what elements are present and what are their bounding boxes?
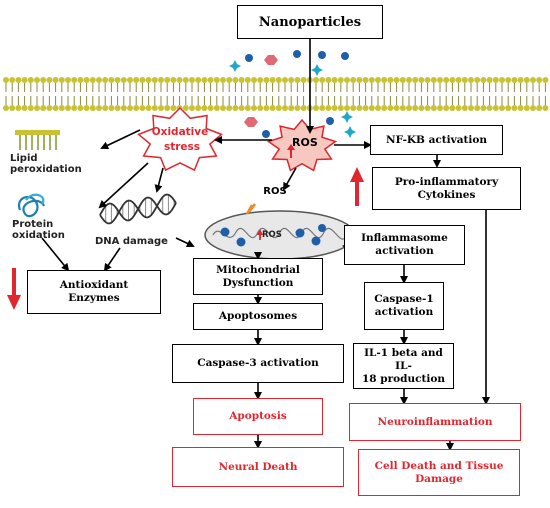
oxidative-stress-burst bbox=[137, 106, 223, 172]
ros-mid-label: ROS bbox=[263, 186, 287, 197]
cell-membrane bbox=[3, 77, 549, 111]
lipid-icon bbox=[15, 130, 60, 150]
arrow-ros-rosmid bbox=[283, 167, 297, 191]
nanoparticle-5 bbox=[262, 130, 270, 138]
apoptosomes-box: Apoptosomes bbox=[193, 303, 323, 330]
caspase1-activation-box: Caspase-1 activation bbox=[364, 282, 444, 330]
nanoparticle-star-1 bbox=[311, 64, 323, 76]
neural-death-box: Neural Death bbox=[172, 447, 344, 487]
nanoparticle-hexagon-2 bbox=[244, 117, 258, 127]
arrow-dna-antioxidant bbox=[103, 247, 121, 272]
nanoparticle-star-2 bbox=[229, 60, 241, 72]
mitochondrial-dysfunction-box: Mitochondrial Dysfunction bbox=[193, 258, 323, 295]
protein-icon bbox=[17, 193, 46, 218]
il1-production-box: IL-1 beta and IL- 18 production bbox=[353, 343, 454, 389]
arrow-oxidative-lipid bbox=[100, 129, 141, 150]
nanoparticle-star-4 bbox=[344, 126, 356, 138]
ros-mito-label: ROS bbox=[262, 230, 282, 240]
dna-icon bbox=[99, 193, 177, 225]
oxidative-label: Oxidative bbox=[151, 126, 209, 138]
nanoparticle-hexagon-1 bbox=[264, 55, 278, 65]
arrow-oxidative-protein bbox=[98, 162, 149, 209]
cell-death-tissue-damage-box: Cell Death and Tissue Damage bbox=[358, 449, 520, 496]
mitochondrion-icon bbox=[204, 203, 356, 260]
ros-burst bbox=[266, 118, 338, 172]
pro-inflammatory-cytokines-box: Pro-inflammatory Cytokines bbox=[372, 167, 521, 210]
nanoparticle-2 bbox=[318, 51, 326, 59]
nanoparticles-box: Nanoparticles bbox=[237, 5, 383, 39]
nanoparticle-cluster-top bbox=[229, 50, 349, 76]
ros-burst-label: ROS bbox=[292, 136, 318, 149]
caspase3-activation-box: Caspase-3 activation bbox=[172, 344, 344, 383]
nanoparticle-4 bbox=[245, 54, 253, 62]
arrow-dna-mito bbox=[175, 237, 195, 248]
protein-oxidation-label: Protein oxidation bbox=[12, 219, 65, 241]
nfkb-activation-box: NF-KB activation bbox=[370, 125, 503, 155]
stress-label: stress bbox=[163, 141, 201, 153]
arrow-protein-antioxidant bbox=[41, 237, 70, 272]
nanoparticle-star-3 bbox=[341, 111, 353, 123]
nanoparticle-1 bbox=[293, 50, 301, 58]
nanoparticle-3 bbox=[341, 52, 349, 60]
lipid-peroxidation-label: Lipid peroxidation bbox=[10, 153, 82, 175]
inflammasome-activation-box: Inflammasome activation bbox=[344, 225, 465, 265]
arrow-oxidative-dna bbox=[154, 167, 164, 193]
apoptosis-box: Apoptosis bbox=[193, 398, 323, 435]
neuroinflammation-box: Neuroinflammation bbox=[349, 403, 521, 441]
up-arrow-red bbox=[350, 167, 364, 206]
down-arrow-red bbox=[7, 268, 21, 310]
nanoparticle-7 bbox=[326, 117, 334, 125]
antioxidant-enzymes-box: Antioxidant Enzymes bbox=[27, 270, 161, 314]
dna-damage-label: DNA damage bbox=[95, 236, 168, 247]
